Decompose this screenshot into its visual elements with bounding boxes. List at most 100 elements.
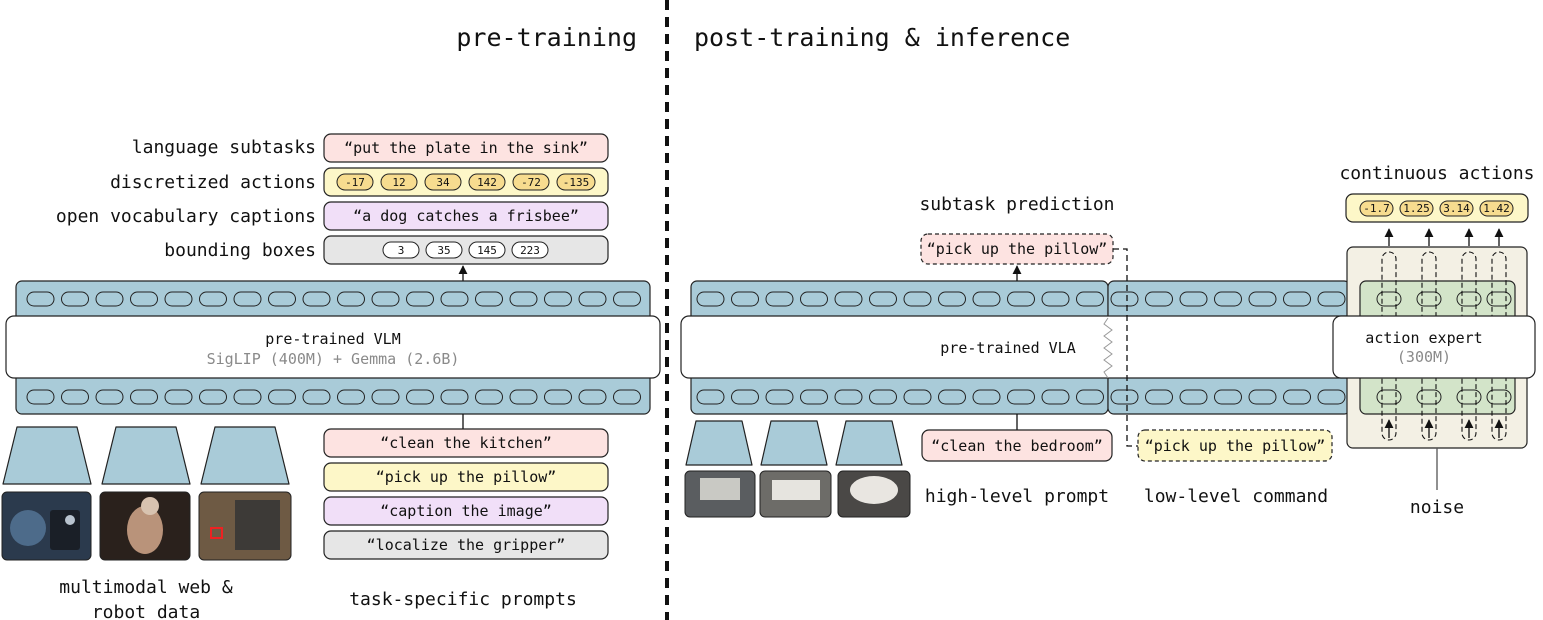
bbox-token [511,241,549,259]
bounding-boxes-pill [323,235,609,265]
prompt-pill [323,496,609,526]
token-oval [130,389,158,405]
token-oval [800,389,828,405]
data-label-line2: robot data [92,602,200,620]
token-oval [371,389,400,405]
token-oval [475,389,503,405]
bbox-token-value: 35 [437,244,450,257]
vlm-input-tokens [26,389,641,405]
token-oval [1110,291,1139,307]
token-oval [1179,389,1208,405]
pillow-image-thumbnail [837,470,911,518]
image-encoder [760,420,828,466]
label-language-subtasks: language subtasks [132,137,316,158]
token-oval [95,389,124,405]
vlm-box [5,315,661,379]
token-oval [834,291,863,307]
token-oval [302,389,331,405]
action-token [336,173,374,191]
vlm-title: pre-trained VLM [265,330,400,348]
vla-input-tokens [696,389,1346,405]
token-oval [475,291,503,307]
action-expert-subtitle: (300M) [1397,348,1451,366]
prompt-text: “caption the image” [380,502,552,520]
vla-title: pre-trained VLA [940,339,1075,357]
token-oval [233,389,262,405]
caption-pill [323,201,609,231]
token-oval [613,291,641,307]
expert-noise-tokens [1376,389,1512,405]
token-oval [1376,389,1402,405]
token-oval [765,389,794,405]
action-token [556,173,596,191]
prompt-text: “clean the kitchen” [380,434,552,452]
language-subtask-pill [323,133,609,163]
token-oval [800,291,828,307]
output-labels: language subtasks discretized actions op… [56,137,316,261]
subtask-prediction-label: subtask prediction [919,194,1114,215]
prompt-pill [323,462,609,492]
token-oval [696,291,725,307]
continuous-action-token [1439,200,1474,217]
continuous-action-token [1479,200,1514,217]
title-post-training: post-training & inference [694,23,1070,52]
action-token-value: -72 [521,176,541,189]
bbox-token [425,241,463,259]
token-oval [544,389,572,405]
bbox-token-value: 145 [477,244,497,257]
token-oval [1214,291,1242,307]
token-oval [834,389,863,405]
action-expert-title: action expert [1365,329,1482,347]
token-oval [1317,291,1346,307]
prompt-pill [323,530,609,560]
data-label-line1: multimodal web & [59,577,233,598]
token-oval [406,389,434,405]
high-level-prompt-label: high-level prompt [925,486,1109,507]
continuous-action-value: 1.25 [1403,202,1430,215]
token-oval [1145,389,1173,405]
token-oval [731,291,759,307]
token-oval [337,389,365,405]
action-token-value: 12 [392,176,405,189]
token-oval [1041,291,1070,307]
token-oval [903,389,932,405]
token-oval [199,291,227,307]
discretized-action-tokens: -17 12 34 142 -72 -135 [336,173,596,191]
token-oval [578,291,607,307]
token-oval [1041,389,1070,405]
token-oval [1317,389,1346,405]
token-oval [1007,389,1035,405]
token-oval [1376,291,1402,307]
continuous-actions-pill [1345,193,1529,223]
input-images [1,491,292,561]
token-oval [578,389,607,405]
robot-image-thumbnail [1,491,92,561]
high-level-prompt-pill [921,429,1113,462]
high-level-prompt-text: “clean the bedroom” [931,437,1103,455]
bedroom-image-thumbnail [684,470,756,518]
language-subtask-text: “put the plate in the sink” [344,139,588,157]
token-oval [1456,389,1482,405]
token-oval [972,389,1001,405]
continuous-action-value: 1.42 [1483,202,1510,215]
label-discretized-actions: discretized actions [110,172,316,193]
low-level-command-pill [1137,429,1333,462]
action-expert-box [1332,315,1536,379]
token-oval [95,291,124,307]
token-oval [440,389,469,405]
low-level-command-text: “pick up the pillow” [1145,437,1326,455]
low-level-command-label: low-level command [1144,486,1328,507]
vla-image-encoders [685,420,903,466]
token-oval [440,291,469,307]
expert-output-tokens [1376,291,1512,307]
token-oval [1283,291,1311,307]
image-encoder [2,426,92,485]
title-pre-training: pre-training [456,23,637,52]
noise-label: noise [1410,497,1464,518]
token-oval [509,291,538,307]
image-encoder [835,420,903,466]
token-oval [1214,389,1242,405]
continuous-action-value: -1.7 [1363,202,1390,215]
bbox-token-value: 3 [398,244,405,257]
token-oval [731,389,759,405]
